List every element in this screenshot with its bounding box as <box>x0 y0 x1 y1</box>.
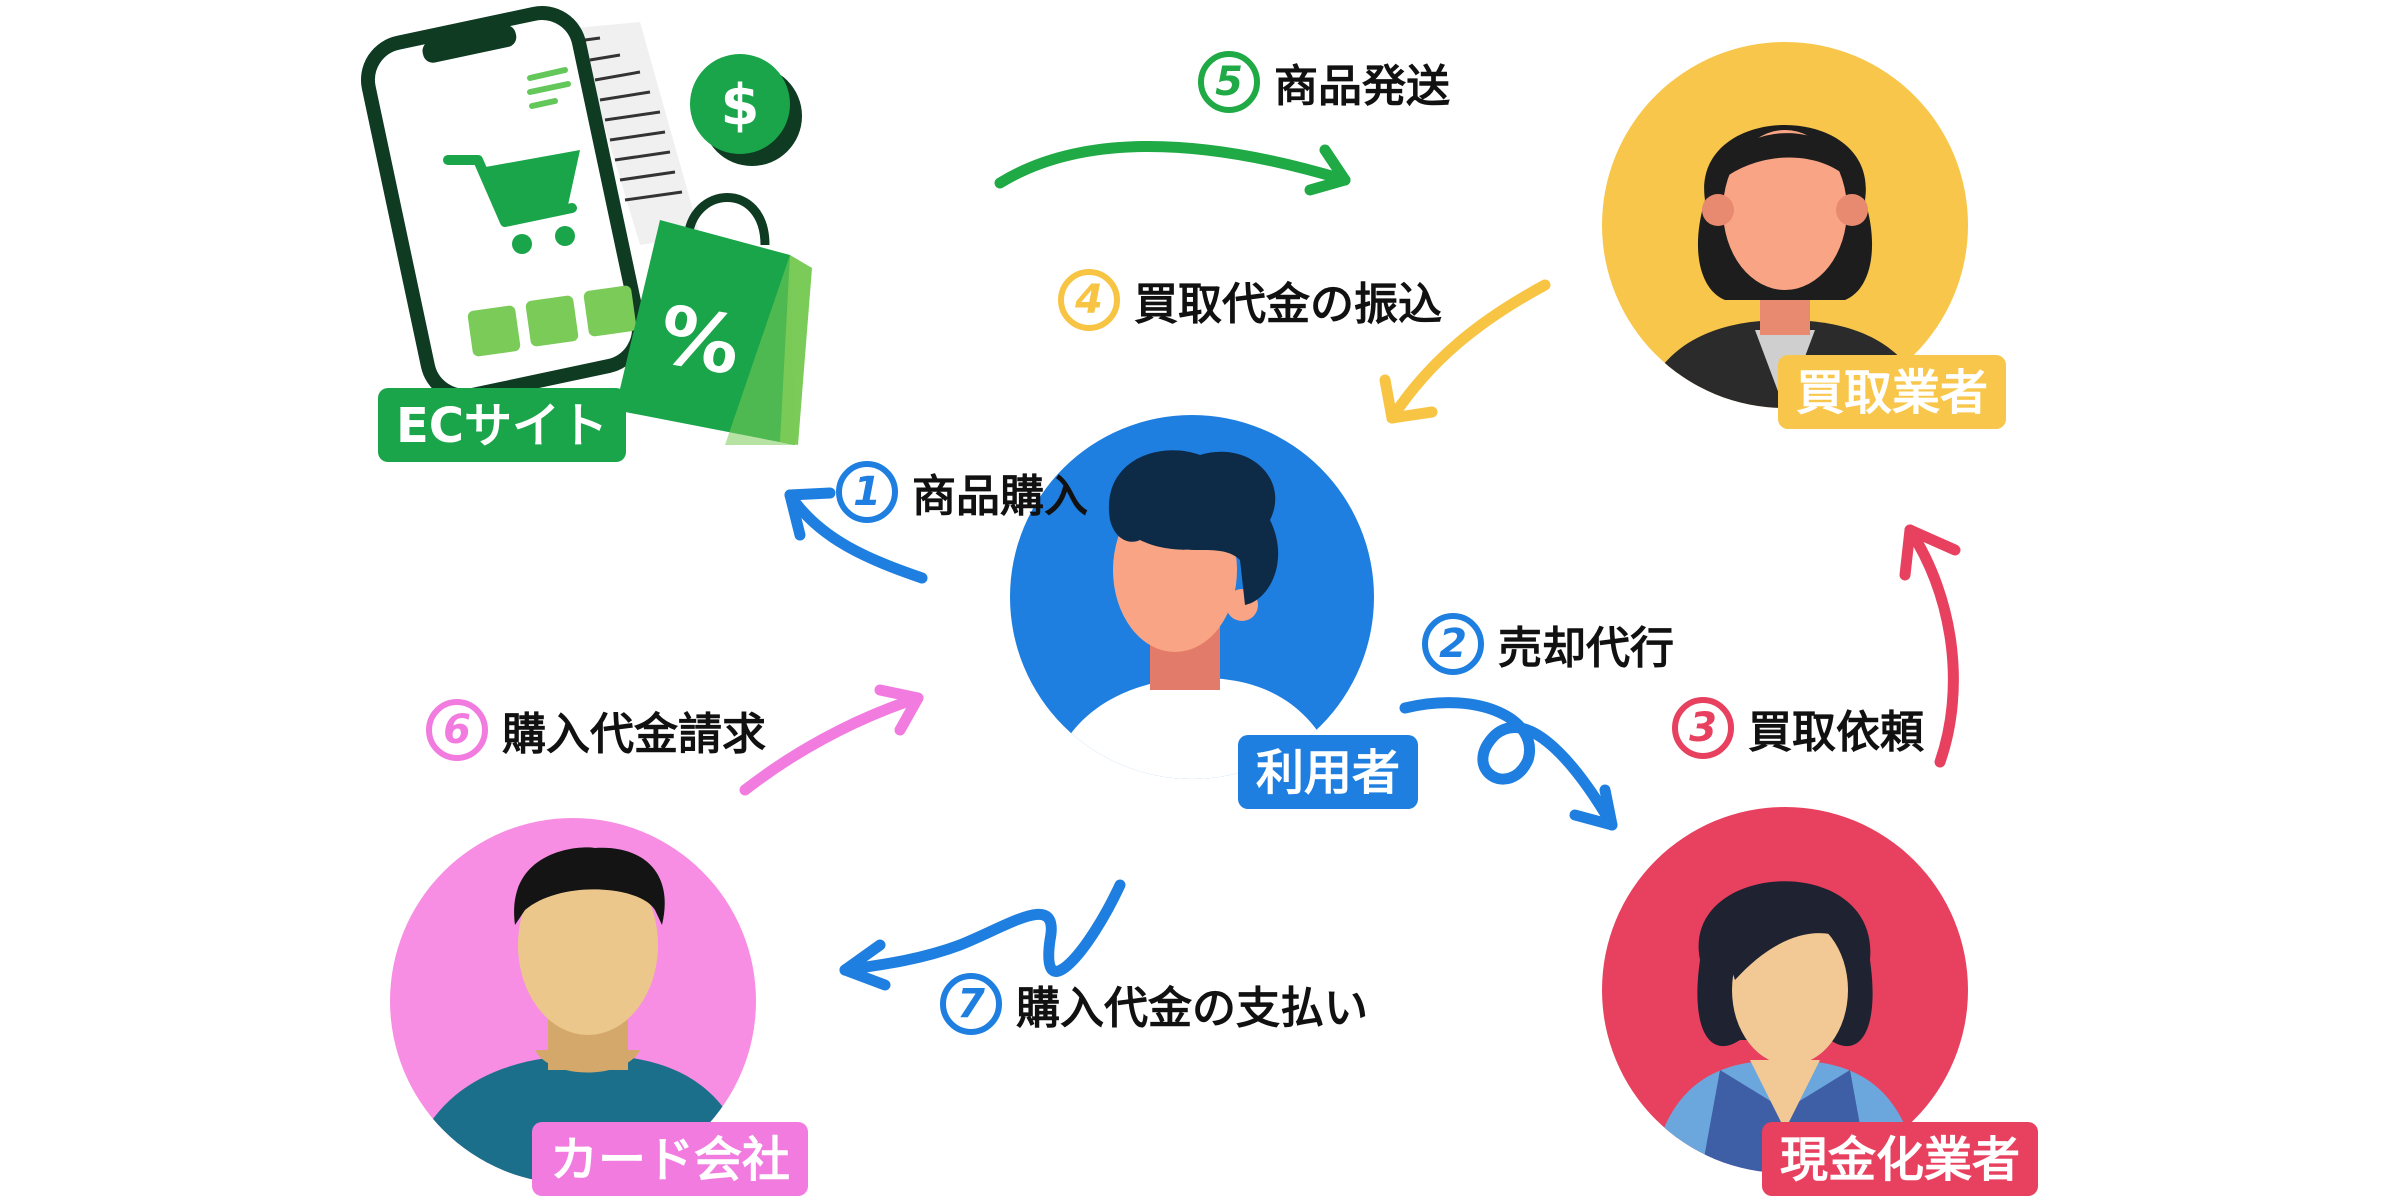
step-number: 2 <box>1422 613 1484 675</box>
cash-dealer-label: 現金化業者 <box>1762 1122 2039 1196</box>
step-number: 6 <box>426 699 488 761</box>
step-4: 4 買取代金の振込 <box>1058 268 1442 332</box>
arrow-4-transfer <box>1379 279 1551 424</box>
step-label: 購入代金請求 <box>502 709 766 760</box>
step-number: 4 <box>1058 269 1120 331</box>
step-number: 5 <box>1198 51 1260 113</box>
percent-icon: % <box>652 288 747 394</box>
dollar-coin-icon: $ <box>690 54 802 166</box>
arrow-1-purchase <box>784 487 928 584</box>
svg-text:$: $ <box>721 73 760 138</box>
shopping-cart-icon <box>443 150 580 254</box>
step-2: 2 売却代行 <box>1422 612 1674 676</box>
step-5: 5 商品発送 <box>1198 50 1450 114</box>
step-number: 1 <box>836 461 898 523</box>
step-1: 1 商品購入 <box>836 460 1088 524</box>
step-label: 売却代行 <box>1498 623 1674 674</box>
step-label: 商品発送 <box>1274 61 1450 112</box>
step-label: 商品購入 <box>912 471 1088 522</box>
card-company-avatar <box>390 818 756 1184</box>
step-label: 買取代金の振込 <box>1134 279 1442 330</box>
user-label: 利用者 <box>1238 735 1419 809</box>
step-7: 7 購入代金の支払い <box>940 972 1368 1036</box>
arrow-2-sell-agency <box>1399 697 1618 831</box>
step-number: 7 <box>940 973 1002 1035</box>
step-label: 購入代金の支払い <box>1016 983 1368 1034</box>
arrow-5-ship <box>994 140 1351 196</box>
card-company-label: カード会社 <box>532 1122 809 1196</box>
cash-dealer-avatar <box>1602 807 1968 1173</box>
hatch-pattern <box>575 22 700 245</box>
buyer-label: 買取業者 <box>1778 355 2007 429</box>
user-avatar <box>1010 415 1374 779</box>
ec-site-illustration: $ % <box>360 6 812 445</box>
step-6: 6 購入代金請求 <box>426 698 766 762</box>
arrow-7-payment <box>839 879 1126 991</box>
step-label: 買取依頼 <box>1748 707 1924 758</box>
step-number: 3 <box>1672 697 1734 759</box>
arrow-6-billing <box>739 684 924 796</box>
arrow-3-buy-request <box>1899 524 1961 768</box>
shopping-bag-icon: % <box>615 193 812 445</box>
step-3: 3 買取依頼 <box>1672 696 1924 760</box>
ec-site-label: ECサイト <box>378 388 627 462</box>
